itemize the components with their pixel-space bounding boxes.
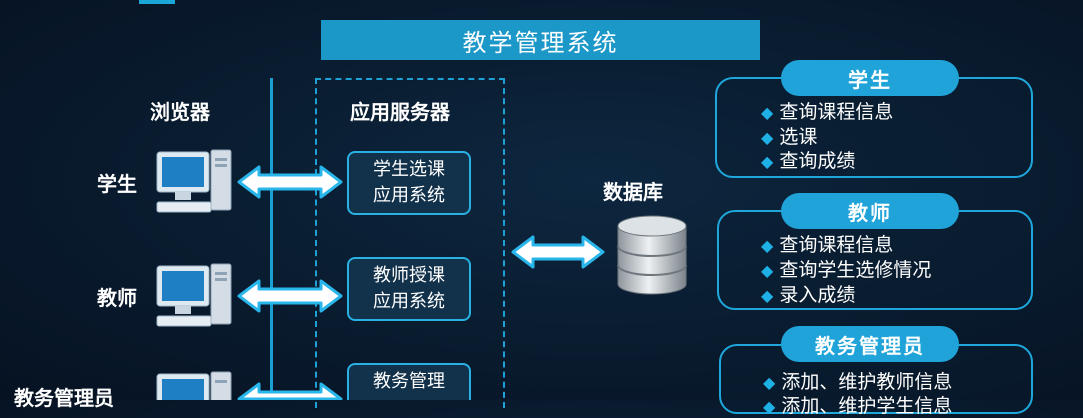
diamond-bullet-icon: ◆: [763, 373, 776, 392]
panel-item-text: 查询学生选修情况: [779, 259, 932, 281]
computer-icon: [156, 149, 232, 213]
diamond-bullet-icon: ◆: [761, 261, 774, 280]
role-label-student: 学生: [97, 172, 137, 196]
computer-icon: [156, 263, 232, 327]
panel-item: ◆ 查询成绩: [761, 146, 855, 173]
panel-item-text: 添加、维护教师信息: [781, 371, 953, 393]
panel-item-text: 选课: [779, 126, 818, 148]
app-server-region: [315, 78, 505, 408]
teacher-panel-title: 教师: [781, 193, 959, 229]
panel-item-text: 添加、维护学生信息: [781, 395, 953, 417]
student-panel-title: 学生: [781, 60, 959, 96]
role-label-teacher: 教师: [97, 286, 137, 310]
diagram-title: 教学管理系统: [321, 20, 760, 60]
app-box-line: 教务管理: [373, 371, 445, 392]
panel-item: ◆ 查询课程信息: [761, 230, 893, 257]
panel-item: ◆ 选课: [761, 122, 817, 149]
panel-item: ◆ 查询学生选修情况: [761, 255, 931, 282]
panel-item: ◆ 查询课程信息: [761, 97, 893, 124]
database-icon: [617, 215, 687, 295]
browser-app-arrow: [237, 382, 343, 400]
panel-item-text: 查询课程信息: [779, 234, 894, 256]
app-box-student: 学生选课 应用系统: [347, 151, 471, 215]
panel-item: ◆ 录入成绩: [761, 280, 855, 307]
app-db-arrow: [511, 235, 605, 269]
diamond-bullet-icon: ◆: [761, 236, 774, 255]
panel-item-text: 录入成绩: [779, 284, 856, 306]
app-box-line: 学生选课: [373, 159, 445, 180]
panel-item-text: 查询成绩: [779, 150, 856, 172]
app-server-column-heading: 应用服务器: [350, 100, 450, 124]
role-label-admin: 教务管理员: [14, 386, 114, 410]
app-box-teacher: 教师授课 应用系统: [347, 257, 471, 321]
app-box-admin: 教务管理: [347, 363, 471, 400]
panel-item-text: 查询课程信息: [779, 101, 894, 123]
app-box-line: 教师授课: [373, 265, 445, 286]
app-box-line: 应用系统: [373, 291, 445, 312]
computer-icon: [156, 371, 232, 400]
panel-item: ◆ 添加、维护教师信息: [763, 367, 952, 394]
browser-divider-line: [270, 78, 273, 400]
database-column-heading: 数据库: [603, 180, 663, 204]
browser-app-arrow: [237, 165, 343, 199]
app-box-line: 应用系统: [373, 185, 445, 206]
browser-column-heading: 浏览器: [150, 100, 210, 124]
diamond-bullet-icon: ◆: [761, 152, 774, 171]
diamond-bullet-icon: ◆: [761, 286, 774, 305]
top-accent-mark: [139, 0, 175, 4]
panel-item: ◆添加、维护学生信息: [763, 391, 952, 418]
admin-panel-title: 教务管理员: [781, 326, 959, 362]
diamond-bullet-icon: ◆: [761, 103, 774, 122]
browser-app-arrow: [237, 279, 343, 313]
diamond-bullet-icon: ◆: [761, 128, 774, 147]
